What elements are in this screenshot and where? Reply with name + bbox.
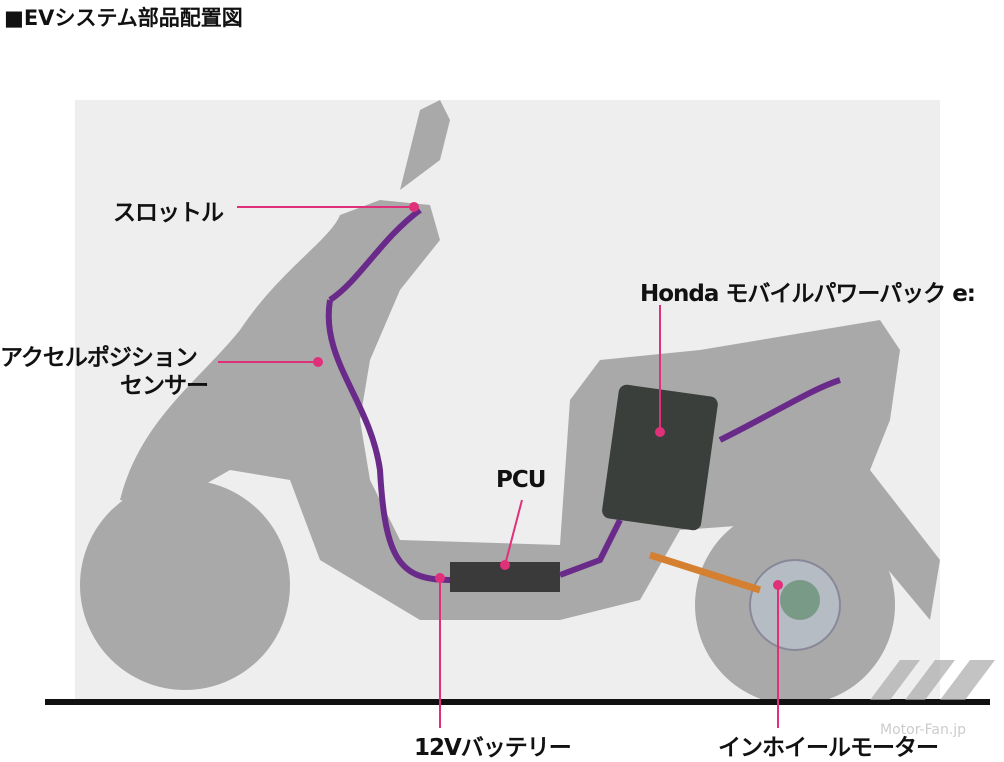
label-pcu: PCU — [496, 467, 546, 493]
diagram-title: ■EVシステム部品配置図 — [4, 6, 243, 30]
label-battery-pack: Honda モバイルパワーパック e: — [640, 281, 976, 307]
power-cable — [648, 551, 762, 594]
label-accel-sensor-line1: アクセルポジション — [0, 345, 198, 371]
body — [120, 200, 940, 620]
label-throttle: スロットル — [113, 200, 224, 226]
scooter-silhouette — [80, 100, 940, 705]
watermark-text: Motor-Fan.jp — [880, 722, 967, 738]
watermark-logo — [870, 660, 995, 700]
leader-lines — [218, 202, 783, 728]
front-wheel — [80, 480, 290, 690]
label-accel-sensor-line2: センサー — [120, 373, 209, 399]
motor-hub — [780, 580, 820, 620]
mobile-power-pack — [602, 384, 718, 531]
wire-harness — [325, 207, 841, 583]
mirror — [400, 100, 450, 190]
label-12v-battery: 12Vバッテリー — [414, 735, 572, 761]
components — [325, 207, 841, 651]
